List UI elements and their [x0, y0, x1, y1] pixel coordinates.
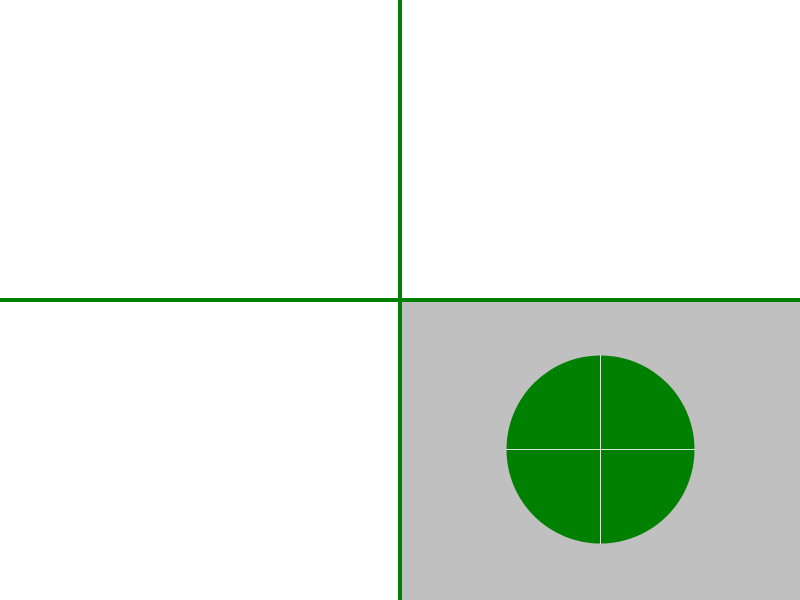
quadrant-top-right[interactable] [400, 0, 800, 300]
crosshair-target-icon[interactable] [506, 355, 695, 544]
horizontal-divider [0, 298, 800, 302]
quadrant-bottom-left[interactable] [0, 300, 400, 600]
quadrant-top-left[interactable] [0, 0, 400, 300]
